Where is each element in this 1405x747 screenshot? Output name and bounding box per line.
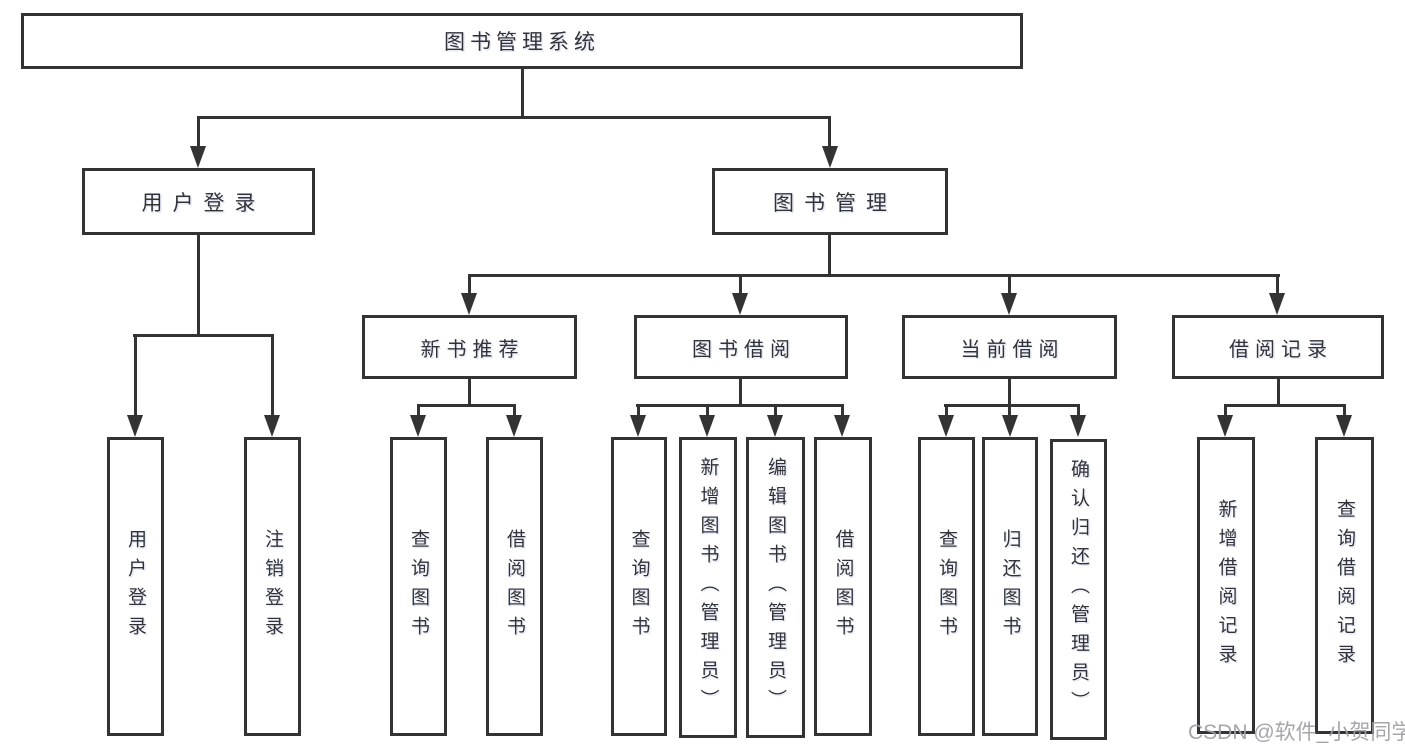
connector-bookmgmt-drop-3	[1008, 277, 1011, 293]
node-library-management-system: 图书管理系统	[21, 13, 1023, 69]
node-label: 查询图书	[936, 528, 957, 645]
node-book-management: 图书管理	[712, 168, 948, 235]
arrow-down-icon	[410, 415, 426, 437]
node-new-book-recommendation: 新书推荐	[362, 315, 577, 379]
arrow-down-icon	[938, 415, 954, 437]
node-label: 借阅图书	[832, 528, 854, 645]
node-borrowing-records: 借阅记录	[1172, 315, 1384, 379]
arrow-down-icon	[630, 415, 646, 437]
node-label: 查询图书	[408, 528, 429, 645]
connector-root-drop-right	[828, 119, 831, 147]
leaf-add-borrow-record: 新增借阅记录	[1197, 437, 1255, 734]
connector-newbook-rail	[417, 404, 516, 407]
arrow-down-icon	[1001, 293, 1017, 315]
connector-records-stem	[1277, 379, 1280, 405]
connector-bookmgmt-rail	[468, 274, 1280, 277]
leaf-query-books-current: 查询图书	[918, 437, 975, 736]
connector-userlogin-rail	[133, 334, 274, 337]
node-label: 借阅图书	[504, 528, 525, 645]
arrow-down-icon	[461, 293, 477, 315]
arrow-down-icon	[1217, 415, 1233, 437]
leaf-return-book: 归还图书	[982, 437, 1038, 736]
connector-current-stem	[1008, 379, 1011, 405]
arrow-down-icon	[127, 415, 143, 437]
connector-current-rail	[944, 404, 1080, 407]
connector-userlogin-stem	[197, 235, 200, 335]
connector-root-drop-left	[197, 119, 200, 147]
node-label: 用户登录	[141, 191, 266, 215]
node-label: 新增图书（管理员）	[697, 457, 719, 718]
node-label: 新增借阅记录	[1215, 498, 1237, 673]
node-label: 用户登录	[125, 528, 146, 645]
leaf-confirm-return-admin: 确认归还（管理员）	[1050, 439, 1107, 740]
node-label: 归还图书	[999, 528, 1021, 645]
connector-borrowing-drop-4	[841, 407, 844, 415]
leaf-query-borrow-record: 查询借阅记录	[1315, 437, 1374, 734]
node-book-borrowing: 图书借阅	[634, 315, 848, 379]
arrow-down-icon	[1269, 293, 1285, 315]
arrow-down-icon	[767, 415, 783, 437]
connector-newbook-drop-2	[513, 407, 516, 415]
leaf-user-login: 用户登录	[107, 437, 164, 736]
node-label: 当前借阅	[960, 338, 1065, 361]
node-label: 新书推荐	[420, 338, 525, 361]
connector-records-drop-2	[1343, 407, 1346, 415]
connector-bookmgmt-stem	[828, 235, 831, 275]
node-label: 图书管理	[773, 191, 897, 215]
leaf-borrow-books-recommend: 借阅图书	[486, 437, 543, 736]
watermark: CSDN @软件_小贺同学	[1188, 721, 1405, 744]
connector-newbook-stem	[468, 379, 471, 405]
connector-current-drop-3	[1077, 407, 1080, 415]
arrow-down-icon	[699, 415, 715, 437]
connector-current-drop-2	[1008, 407, 1011, 415]
arrow-down-icon	[1070, 415, 1086, 437]
connector-borrowing-drop-3	[774, 407, 777, 415]
arrow-down-icon	[1336, 415, 1352, 437]
node-label: 查询借阅记录	[1334, 498, 1355, 673]
node-label: 查询图书	[628, 528, 650, 645]
arrow-down-icon	[732, 293, 748, 315]
leaf-borrow-books-borrowing: 借阅图书	[814, 437, 872, 736]
connector-records-rail	[1224, 404, 1346, 407]
leaf-logout: 注销登录	[244, 437, 301, 736]
node-label: 注销登录	[262, 528, 283, 645]
connector-newbook-drop-1	[417, 407, 420, 415]
node-current-borrowing: 当前借阅	[902, 315, 1117, 379]
leaf-query-books-borrowing: 查询图书	[611, 437, 667, 736]
connector-borrowing-drop-1	[637, 407, 640, 415]
node-label: 借阅记录	[1229, 338, 1333, 361]
connector-borrowing-rail	[636, 404, 844, 407]
connector-userlogin-drop-2	[271, 337, 274, 415]
leaf-edit-book-admin: 编辑图书（管理员）	[746, 437, 805, 738]
arrow-down-icon	[1002, 415, 1018, 437]
connector-root-stem	[521, 69, 524, 117]
leaf-add-book-admin: 新增图书（管理员）	[679, 437, 737, 738]
connector-borrowing-drop-2	[706, 407, 709, 415]
connector-root-rail	[197, 116, 831, 119]
node-user-login: 用户登录	[82, 168, 315, 235]
connector-userlogin-drop-1	[134, 337, 137, 415]
arrow-down-icon	[506, 415, 522, 437]
arrow-down-icon	[834, 415, 850, 437]
arrow-down-icon	[822, 146, 838, 168]
connector-bookmgmt-drop-4	[1276, 277, 1279, 293]
connector-borrowing-stem	[739, 379, 742, 405]
connector-bookmgmt-drop-1	[468, 277, 471, 293]
leaf-query-books-recommend: 查询图书	[390, 437, 447, 736]
arrow-down-icon	[264, 415, 280, 437]
arrow-down-icon	[190, 146, 206, 168]
node-label: 编辑图书（管理员）	[765, 457, 786, 718]
connector-records-drop-1	[1224, 407, 1227, 415]
node-label: 图书借阅	[692, 338, 796, 361]
node-label: 确认归还（管理员）	[1068, 459, 1089, 720]
connector-bookmgmt-drop-2	[739, 277, 742, 293]
node-label: 图书管理系统	[444, 31, 600, 54]
connector-current-drop-1	[945, 407, 948, 415]
